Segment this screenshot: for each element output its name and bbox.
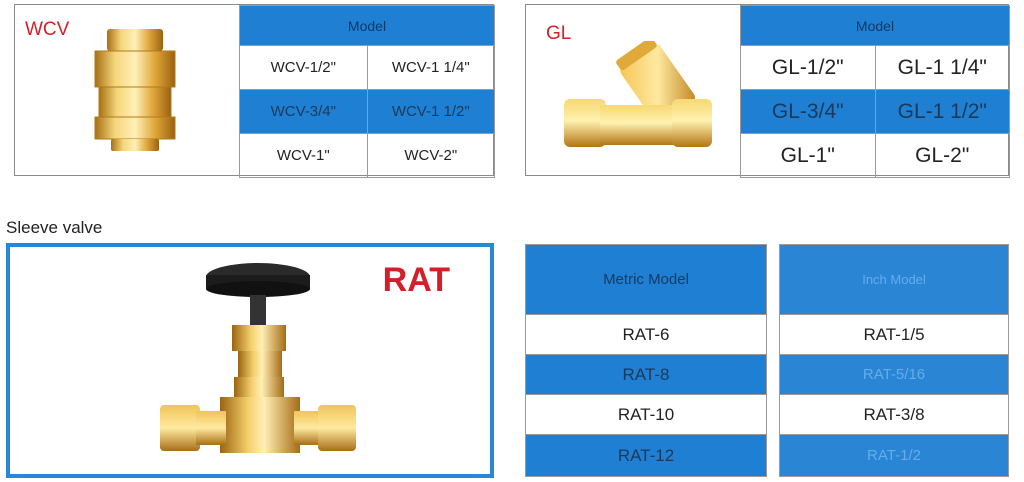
table-cell: RAT-10 (525, 394, 767, 435)
table-cell: RAT-8 (525, 354, 767, 395)
sleeve-section-title: Sleeve valve (6, 218, 103, 237)
table-cell: GL-2" (874, 133, 1010, 178)
table-cell: RAT-3/8 (779, 394, 1009, 435)
rat-panel: RAT (6, 243, 494, 478)
rat-inch-header: Inch Model (779, 244, 1009, 315)
check-valve-image (94, 29, 176, 151)
table-row: RAT-1/5 (779, 314, 1009, 355)
table-row: WCV-3/4" WCV-1 1/2" (239, 89, 495, 134)
table-row: RAT-8 (525, 354, 767, 395)
table-cell: WCV-1 1/2" (366, 89, 495, 134)
table-cell: RAT-5/16 (779, 354, 1009, 395)
table-row: RAT-1/2 (779, 434, 1009, 477)
rat-metric-header: Metric Model (525, 244, 767, 315)
wcv-table-header: Model (239, 5, 495, 46)
table-cell: RAT-1/5 (779, 314, 1009, 355)
table-row: RAT-5/16 (779, 354, 1009, 395)
rat-metric-table: Metric Model RAT-6 RAT-8 RAT-10 RAT-12 (525, 244, 767, 477)
table-row: GL-1" GL-2" (740, 133, 1010, 178)
table-cell: RAT-12 (525, 434, 767, 477)
table-row: WCV-1" WCV-2" (239, 133, 495, 178)
rat-inch-table: Inch Model RAT-1/5 RAT-5/16 RAT-3/8 RAT-… (779, 244, 1009, 477)
gl-brand-label: GL (546, 23, 572, 44)
table-cell: GL-1 1/2" (874, 89, 1010, 134)
table-cell: WCV-2" (366, 133, 495, 178)
table-cell: WCV-1 1/4" (366, 45, 495, 90)
table-cell: GL-1 1/4" (874, 45, 1010, 90)
wcv-brand-label: WCV (25, 19, 70, 40)
table-cell: WCV-3/4" (239, 89, 368, 134)
gl-panel: GL Model GL-1/2" GL-1 (525, 4, 1010, 178)
wcv-panel: WCV Model WCV-1/2" WCV-1 1/4" WCV-3/4" (14, 4, 495, 178)
table-row: GL-3/4" GL-1 1/2" (740, 89, 1010, 134)
table-cell: GL-1" (740, 133, 876, 178)
table-cell: RAT-1/2 (779, 434, 1009, 477)
table-row: GL-1/2" GL-1 1/4" (740, 45, 1010, 90)
table-row: RAT-6 (525, 314, 767, 355)
table-cell: GL-1/2" (740, 45, 876, 90)
rat-brand-label: RAT (382, 261, 450, 299)
table-cell: WCV-1/2" (239, 45, 368, 90)
table-row: RAT-3/8 (779, 394, 1009, 435)
table-cell: RAT-6 (525, 314, 767, 355)
table-cell: WCV-1" (239, 133, 368, 178)
table-cell: GL-3/4" (740, 89, 876, 134)
needle-valve-image (160, 263, 356, 453)
y-strainer-image (564, 41, 712, 147)
wcv-model-table: Model WCV-1/2" WCV-1 1/4" WCV-3/4" WCV-1… (239, 5, 495, 178)
table-row: RAT-12 (525, 434, 767, 477)
table-row: WCV-1/2" WCV-1 1/4" (239, 45, 495, 90)
table-row: RAT-10 (525, 394, 767, 435)
gl-model-table: Model GL-1/2" GL-1 1/4" GL-3/4" GL-1 1/2… (740, 5, 1010, 178)
gl-table-header: Model (740, 5, 1010, 46)
